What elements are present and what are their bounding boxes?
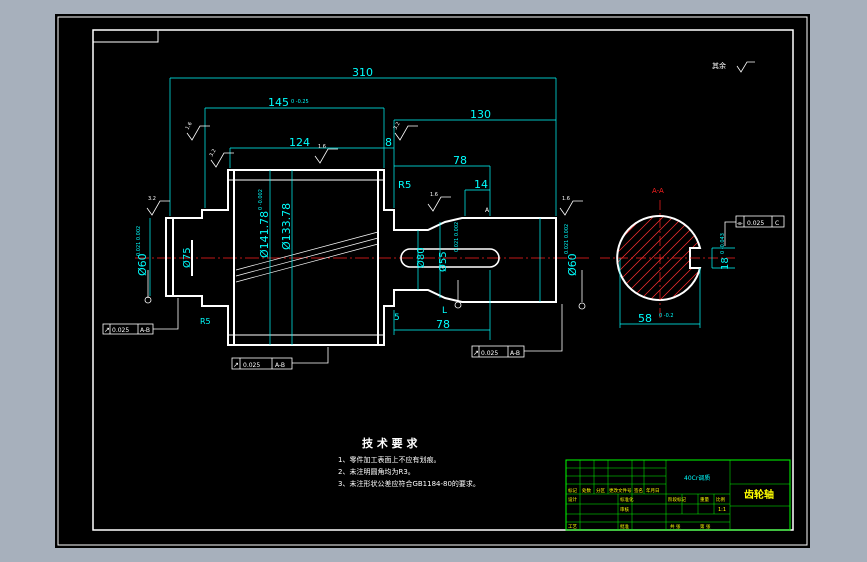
- tech-req-item-3: 3、未注形状公差应符合GB1184-80的要求。: [338, 479, 480, 488]
- hdr-r1-4: 签名: [634, 487, 643, 494]
- roughness-value-3: 1.6: [318, 144, 326, 150]
- dim-gap: 8: [385, 136, 392, 149]
- hdr-r1-2: 分区: [596, 487, 605, 494]
- tol-gear-value: 0.025: [243, 362, 260, 369]
- tech-req-item-2: 2、未注明圆角均为R3。: [338, 467, 415, 476]
- roughness-value-7: 1.6: [562, 196, 570, 202]
- tol-right-datum: A-B: [510, 350, 520, 357]
- dim-right-length: 130: [470, 108, 491, 121]
- dim-flange-length: 145: [268, 96, 289, 109]
- dim-section-width: 58: [638, 312, 652, 325]
- section-cut-label: A: [485, 207, 490, 214]
- dim-dia-gear-root: Ø133.78: [280, 203, 293, 250]
- section-view-label: A-A: [652, 187, 664, 195]
- hdr-r1-1: 处数: [582, 487, 591, 494]
- title-material: 40Cr调质: [684, 474, 710, 482]
- shaft-outline: [165, 169, 557, 346]
- dim-overall-length: 310: [352, 66, 373, 79]
- dim-key-pos: 78: [453, 154, 467, 167]
- dim-dia-step: Ø75: [181, 247, 193, 268]
- gear-helix-lines: [235, 231, 379, 283]
- tol-left-datum: A-B: [140, 327, 150, 334]
- hdr-r1-3: 更改文件号: [609, 487, 632, 494]
- dim-key-pos-bottom: 78: [436, 318, 450, 331]
- hdr-r2-2: 阶段标记: [668, 496, 686, 503]
- title-part-name: 齿轮轴: [744, 488, 774, 501]
- dim-fillet-r5-bottom: R5: [200, 317, 211, 326]
- dim-flange-tol: 0 -0.25: [291, 99, 309, 105]
- tol-sym-value: 0.025: [747, 220, 764, 227]
- dim-key-len-label: L: [442, 306, 447, 316]
- tol-left-value: 0.025: [112, 327, 129, 334]
- roughness-note: 其余: [712, 61, 726, 70]
- hdr-r4-0: 工艺: [568, 524, 577, 530]
- hdr-r3-0: 审核: [620, 506, 629, 513]
- keyway-slot: [400, 248, 500, 268]
- tol-frame-symmetry-key: ⌯ 0.025 C: [724, 215, 785, 246]
- dim-dia-left-tol: 0.021 0.002: [136, 226, 142, 256]
- hdr-r1-0: 标记: [568, 487, 577, 494]
- outer-border: [57, 16, 808, 546]
- tol-gear-symbol: ↗: [233, 361, 239, 369]
- tech-req-item-1: 1、零件加工表面上不应有划痕。: [338, 455, 440, 464]
- hdr-r2-3: 重量: [700, 496, 709, 503]
- roughness-symbols: [146, 61, 755, 216]
- tol-sym-datum: C: [775, 220, 779, 227]
- dim-dia-right: Ø60: [566, 253, 579, 276]
- dim-gear-length: 124: [289, 136, 310, 149]
- tol-sym-symbol: ⌯: [737, 219, 743, 227]
- roughness-value-4: 3.2: [393, 121, 402, 131]
- tol-frame-runout-gear: ↗ 0.025 A-B: [231, 347, 329, 370]
- tol-frame-runout-left: ↗ 0.025 A-B: [102, 298, 179, 335]
- dim-dia-right-tol: 0.021 0.002: [564, 224, 570, 254]
- datum-markers: [144, 270, 586, 310]
- dim-dia-shaft-tol: 0.021 0.002: [454, 222, 460, 252]
- hdr-r4-3: 第 张: [700, 523, 711, 530]
- tech-req-heading: 技 术 要 求: [362, 436, 418, 450]
- dim-key-end: 14: [474, 178, 488, 191]
- dim-key-width-tol: 0 -0.043: [720, 233, 726, 254]
- tol-gear-datum: A-B: [275, 362, 285, 369]
- roughness-value-1: 1.6: [185, 121, 194, 131]
- hdr-r2-4: 比例: [716, 496, 725, 503]
- tol-right-value: 0.025: [481, 350, 498, 357]
- dim-dia-gear-outer: Ø141.78: [258, 211, 271, 258]
- hdr-r2-1: 标准化: [620, 496, 634, 503]
- hdr-r4-1: 批准: [620, 523, 629, 530]
- title-block: 40Cr调质 齿轮轴 1:1 标记 处数 分区 更改文件号 签名 年月日 设计 …: [565, 459, 791, 531]
- roughness-value-2: 3.2: [209, 148, 218, 158]
- tol-right-symbol: ↗: [473, 349, 479, 357]
- top-left-corner-block: [92, 29, 159, 43]
- dim-dia-gear-tol: 0 -0.002: [258, 189, 264, 210]
- dim-section-width-tol: 0 -0.2: [659, 313, 674, 319]
- dim-dia-left: Ø60: [136, 253, 149, 276]
- tol-frame-runout-right: ↗ 0.025 A-B: [471, 304, 563, 358]
- hdr-r1-5: 年月日: [646, 487, 660, 494]
- roughness-value-6: 3.2: [148, 196, 156, 202]
- dim-gap-small: 5: [394, 313, 400, 323]
- dim-dia-shaft: Ø55: [437, 251, 449, 272]
- dim-dia-mid: Ø80: [415, 247, 427, 268]
- title-scale: 1:1: [718, 507, 726, 513]
- drawing-sheet: [55, 14, 810, 548]
- hdr-r4-2: 共 张: [670, 523, 681, 530]
- inner-border: [92, 29, 794, 531]
- hdr-r2-0: 设计: [568, 496, 577, 503]
- tol-left-symbol: ↗: [104, 326, 110, 334]
- dim-fillet-r5-top: R5: [398, 180, 411, 191]
- dimension-lines: [149, 77, 735, 345]
- roughness-value-5: 1.6: [430, 192, 438, 198]
- dim-key-width: 18: [720, 257, 731, 270]
